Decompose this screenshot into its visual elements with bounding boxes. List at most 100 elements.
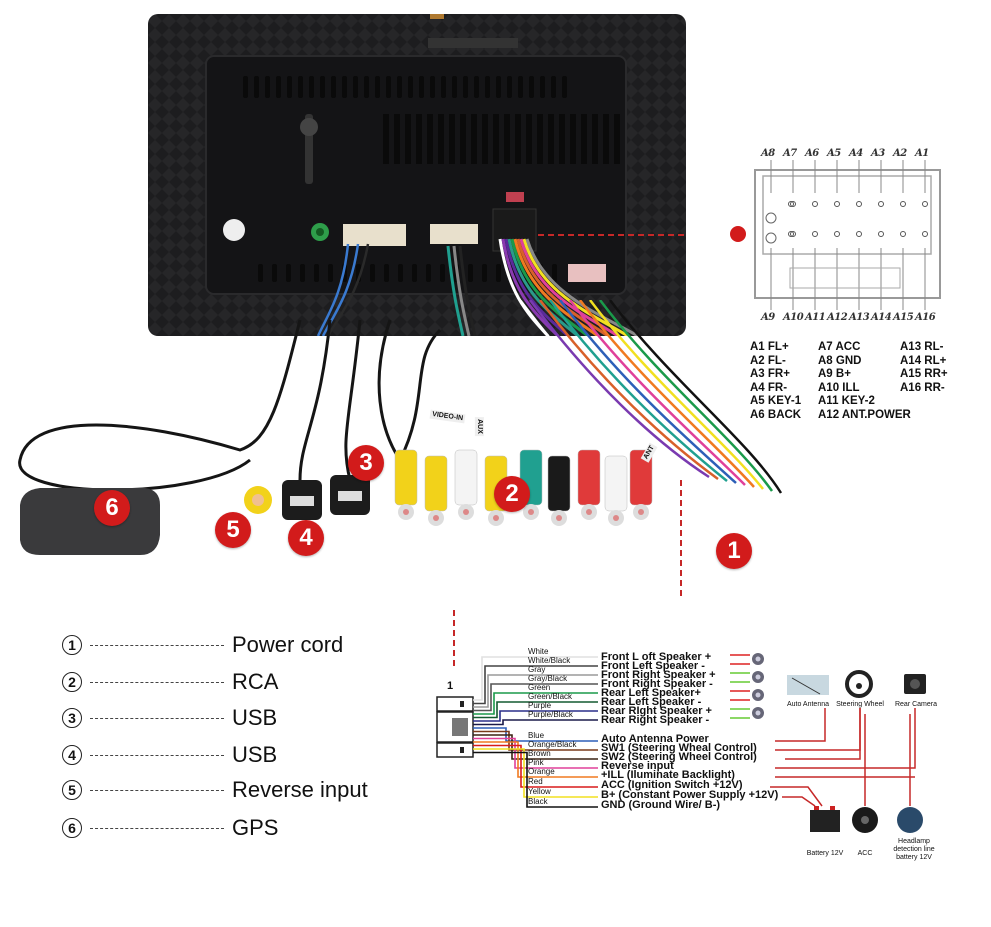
loose-power-wires [519,300,783,494]
wire-function-label: Front Left Speaker - [601,660,705,672]
wire-color-label: Orange [528,767,555,776]
legend-number: 6 [62,818,82,838]
rca-plugs [394,449,653,526]
plug-top-segment [436,696,474,712]
pin-legend-item: A14 RL+ [900,354,947,367]
badge-4: 4 [288,520,324,556]
pin-label-bottom: A13 [849,312,870,323]
head-unit-photo [148,14,686,336]
grounding-label [223,219,245,241]
pin-label-bottom: A16 [915,312,936,323]
battery-icon [810,810,840,832]
wire-function-label: SW1 (Steering Wheal Control) [601,742,757,754]
tag-aux: AUX [474,417,484,436]
pin-legend-item: A16 RR- [900,381,945,394]
pin-label-top: A3 [871,148,885,159]
badge-5: 5 [215,512,251,548]
wire-line [473,734,598,760]
pin-legend-item: A6 BACK [750,408,802,421]
serial-label [428,38,518,48]
wire-color-label: Pink [528,758,544,767]
wire-line [473,741,598,778]
wire-line [473,701,598,719]
connector-block-1 [343,224,406,246]
wire-function-label: Front Right Speaker + [601,669,716,681]
device-label: ACC [857,850,873,857]
wire-line [473,719,598,726]
harness-wires [316,238,639,336]
wire-color-label: Green [528,683,551,692]
legend-dash [90,789,224,791]
pin-legend-item: A5 KEY-1 [750,395,802,408]
sticker [568,264,606,282]
pin-legend-item: A13 RL- [900,341,944,353]
pin-label-bottom: A9 [761,312,775,323]
legend-label: Reverse input [232,777,368,802]
legend-dash [90,754,224,756]
plug-bottom-segment [436,742,474,758]
wire-color-label: Black [528,797,548,806]
legend-row-1: 1 Power cord [62,630,343,660]
wire-color-label: Gray/Black [528,674,568,683]
wire-function-label: +ILL (Iluminate Backlight) [601,769,735,781]
legend-row-4: 4 USB [62,740,277,770]
plug-latch [452,718,468,736]
pin-legend-item: A2 FL- [750,354,786,367]
wire-line [473,730,598,751]
pin-label-bottom: A11 [805,312,826,323]
pin-label-top: A8 [761,148,775,159]
pin-legend-item: A7 ACC [818,341,861,353]
device-label: Auto Antenna [786,701,830,708]
vent-slots [243,76,620,282]
wire-function-label: Front L oft Speaker + [601,651,712,663]
wire-function-label: ACC (Ignition Switch +12V) [601,779,743,791]
pin-label-bottom: A10 [783,312,804,323]
legend-dash [90,717,224,719]
pin-legend-item: A10 ILL [818,381,860,394]
legend-dash [90,681,224,683]
wire-function-label: Rear Left Speaker+ [601,687,701,699]
plug-marker: 1 [447,680,454,692]
wire-color-label: Blue [528,731,545,740]
legend-number: 5 [62,780,82,800]
legend-label: USB [232,742,278,767]
wire-function-label: Rear Right Speaker - [601,714,710,726]
pin-label-bottom: A14 [871,312,892,323]
legend-dash [90,827,224,829]
legend-number: 2 [62,672,82,692]
pin-label-top: A1 [915,148,929,159]
top-tab [430,14,444,19]
pin-legend-item: A9 B+ [818,368,851,381]
wire-color-label: Yellow [528,787,551,796]
pin-legend-col-2: A7 ACC A8 GND A9 B+ A10 ILL A11 KEY-2 A1… [818,341,911,423]
wire-color-label: White/Black [528,656,571,665]
cables-photo [18,300,783,600]
pin-label-top: A5 [827,148,841,159]
gps-antenna [20,488,160,555]
legend-number: 1 [62,635,82,655]
wire-function-label: Front Right Speaker - [601,678,713,690]
wire-color-label: Green/Black [528,692,573,701]
pin-label-top: A6 [805,148,819,159]
wire-line [473,748,598,798]
legend-number: 4 [62,745,82,765]
connector-pointer-dot [730,226,746,242]
legend-label: Power cord [232,632,344,657]
device-label: Steering Wheel [836,701,884,708]
wire-line [473,674,598,708]
badge-2: 2 [494,476,530,512]
pin-legend-item: A1 FL+ [750,341,789,353]
wire-line [473,744,598,788]
wire-color-label: Purple/Black [528,710,573,719]
legend-dash [90,644,224,646]
wire-function-label: B+ (Constant Power Supply +12V) [601,789,779,801]
pin-legend-item: A12 ANT.POWER [818,408,911,421]
legend-row-5: 5 Reverse input [62,775,368,805]
fuse [506,192,524,202]
pin-legend-item: A11 KEY-2 [818,395,875,408]
